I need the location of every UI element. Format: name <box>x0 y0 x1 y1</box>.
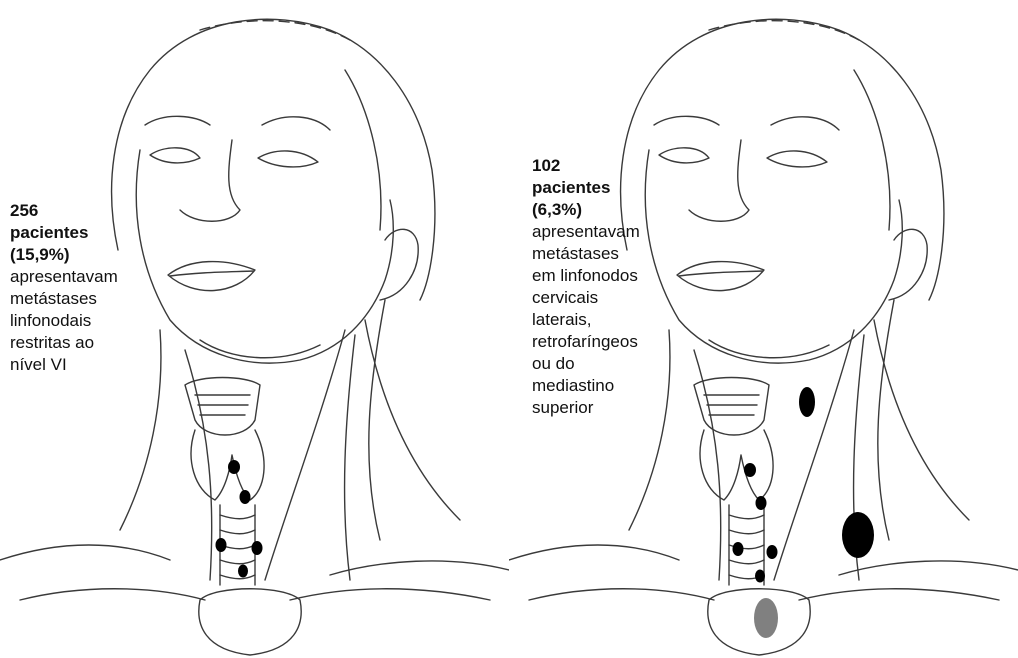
shoulder-right <box>839 561 1018 575</box>
thyroid-gland <box>700 430 773 500</box>
patient-label: pacientes <box>532 177 640 199</box>
neck-right-edge <box>878 300 894 540</box>
muscle-right-3 <box>365 320 460 520</box>
lips <box>168 262 255 291</box>
eye-left <box>150 148 200 163</box>
hair-part-dashed <box>200 21 350 40</box>
eye-right <box>258 151 318 167</box>
shoulder-right <box>330 561 509 575</box>
eye-left <box>659 148 709 163</box>
eyebrow-left <box>145 116 210 125</box>
muscle-left <box>694 350 721 580</box>
caption-line: cervicais <box>532 287 640 309</box>
lymph-nodes-right <box>733 387 875 638</box>
muscle-right <box>774 330 854 580</box>
muscle-left <box>185 350 212 580</box>
jaw <box>709 340 829 358</box>
lymph-node-mediastinal <box>754 598 778 638</box>
nose <box>180 140 240 221</box>
muscle-right-3 <box>874 320 969 520</box>
muscle-right-2 <box>345 335 355 580</box>
caption-line: apresentavam <box>532 221 640 243</box>
lymph-node <box>755 570 765 583</box>
lymph-node <box>733 542 744 556</box>
eyebrow-right <box>262 117 330 130</box>
lymph-node <box>756 496 767 510</box>
caption-left: 256 pacientes (15,9%) apresentavam metás… <box>10 200 118 376</box>
lip-line <box>170 271 254 276</box>
thyroid-gland <box>191 430 264 500</box>
lymph-node-lateral-large <box>842 512 874 558</box>
patient-count: 256 <box>10 200 118 222</box>
caption-right: 102 pacientes (6,3%) apresentavam metást… <box>532 155 640 419</box>
lymph-node <box>228 460 240 474</box>
caption-line: superior <box>532 397 640 419</box>
lips <box>677 262 764 291</box>
lymph-node <box>767 545 778 559</box>
clavicle-left <box>20 589 205 600</box>
face-outline <box>645 150 902 363</box>
lymph-node <box>238 565 248 578</box>
ear <box>380 229 418 300</box>
larynx <box>694 378 769 436</box>
hair-strand <box>854 70 890 230</box>
caption-line: linfonodais <box>10 310 118 332</box>
patient-count: 102 <box>532 155 640 177</box>
shoulder-left <box>509 545 679 560</box>
lymph-node <box>216 538 227 552</box>
lymph-node <box>240 490 251 504</box>
caption-line: laterais, <box>532 309 640 331</box>
clavicle-right <box>799 589 999 600</box>
caption-line: nível VI <box>10 354 118 376</box>
caption-line: metástases <box>10 288 118 310</box>
jaw <box>200 340 320 358</box>
shoulder-left <box>0 545 170 560</box>
larynx-lines <box>704 395 759 415</box>
caption-line: retrofaríngeos <box>532 331 640 353</box>
hair-strand <box>345 70 381 230</box>
patient-percent: (15,9%) <box>10 244 118 266</box>
caption-line: em linfonodos <box>532 265 640 287</box>
lymph-node-lateral <box>799 387 815 417</box>
muscle-right <box>265 330 345 580</box>
neck-right-edge <box>369 300 385 540</box>
lip-line <box>679 271 763 276</box>
caption-line: restritas ao <box>10 332 118 354</box>
ear <box>889 229 927 300</box>
larynx-lines <box>195 395 250 415</box>
illustration-panel-right: 102 pacientes (6,3%) apresentavam metást… <box>509 0 1018 658</box>
nose <box>689 140 749 221</box>
lymph-node <box>252 541 263 555</box>
neck-left-edge <box>120 330 161 530</box>
larynx <box>185 378 260 436</box>
illustration-panel-left: 256 pacientes (15,9%) apresentavam metás… <box>0 0 509 658</box>
eyebrow-right <box>771 117 839 130</box>
hair-part-dashed <box>709 21 859 40</box>
caption-line: apresentavam <box>10 266 118 288</box>
patient-label: pacientes <box>10 222 118 244</box>
clavicle-left <box>529 589 714 600</box>
eye-right <box>767 151 827 167</box>
face-outline <box>136 150 393 363</box>
caption-line: mediastino <box>532 375 640 397</box>
sternum <box>199 589 301 655</box>
eyebrow-left <box>654 116 719 125</box>
caption-line: metástases <box>532 243 640 265</box>
caption-line: ou do <box>532 353 640 375</box>
lymph-node <box>744 463 756 477</box>
clavicle-right <box>290 589 490 600</box>
patient-percent: (6,3%) <box>532 199 640 221</box>
